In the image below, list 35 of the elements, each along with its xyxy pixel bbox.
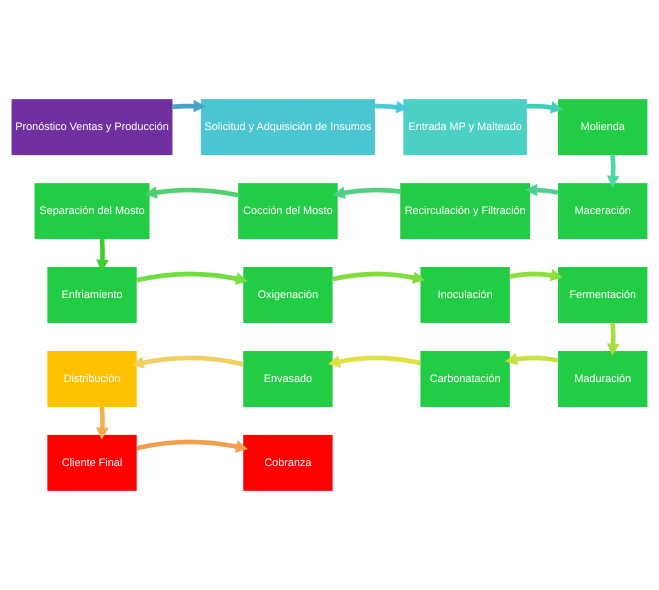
arrow — [332, 186, 400, 199]
node-box: Enfriamiento — [47, 267, 137, 323]
arrow — [606, 154, 620, 188]
node-box: Cobranza — [243, 434, 333, 491]
node-box: Entrada MP y Malteado — [403, 99, 527, 156]
node-box: Cocción del Mosto — [238, 183, 338, 240]
node-box: Maduración — [558, 350, 648, 407]
arrow — [505, 353, 558, 366]
arrow — [375, 100, 408, 114]
node-box: Maceración — [558, 183, 648, 240]
node-box: Cliente Final — [47, 434, 137, 491]
arrow — [332, 271, 426, 284]
node-box: Carbonatación — [420, 350, 510, 407]
node-box: Separación del Mosto — [34, 183, 150, 240]
node-box: Recirculación y Filtración — [400, 183, 530, 240]
arrow — [144, 186, 238, 199]
arrow — [96, 406, 109, 440]
arrow — [606, 322, 620, 356]
arrow — [136, 272, 248, 285]
node-box: Envasado — [243, 350, 333, 407]
node-box: Inoculación — [420, 267, 510, 323]
arrow — [96, 238, 109, 272]
arrow — [510, 269, 563, 282]
node-box: Oxigenación — [243, 267, 333, 323]
node-box: Fermentación — [558, 267, 648, 323]
arrow — [526, 101, 563, 114]
node-box: Solicitud y Adquisición de Insumos — [200, 99, 375, 156]
arrow — [136, 440, 248, 453]
arrow — [525, 184, 558, 196]
node-box: Pronóstico Ventas y Producción — [12, 99, 172, 156]
node-box: Distribución — [47, 350, 137, 407]
arrow — [172, 100, 206, 112]
arrow — [328, 355, 421, 368]
arrow — [132, 356, 244, 369]
node-box: Molienda — [558, 99, 648, 156]
